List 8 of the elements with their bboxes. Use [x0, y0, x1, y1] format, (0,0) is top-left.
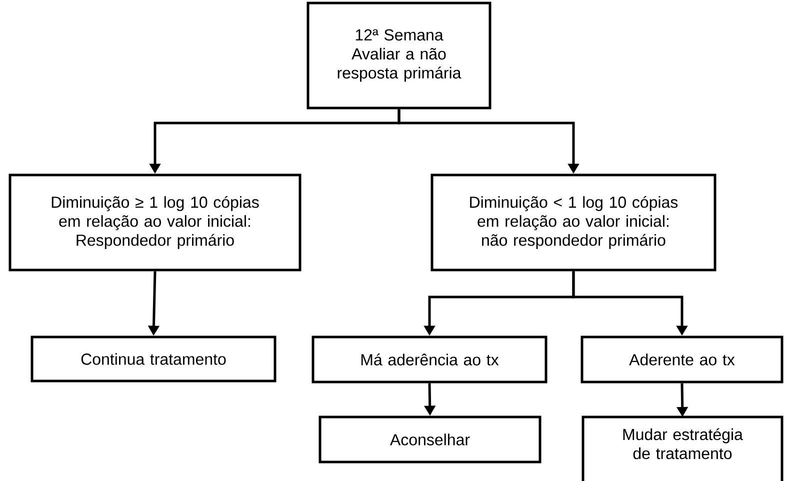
process-box: Mudar estratégia de tratamento	[582, 416, 784, 481]
process-box: 12ª Semana Avaliar a não resposta primária	[306, 2, 492, 110]
process-box: Aderente ao tx	[580, 336, 784, 384]
process-box: Continua tratamento	[30, 336, 276, 382]
process-box: Diminuição ≥ 1 log 10 cópias em relação ao valor inicial: Respondedor primário	[8, 174, 302, 272]
process-box: Diminuição < 1 log 10 cópias em relação ao valor inicial: não respondedor primário	[430, 174, 716, 272]
process-box: Má aderência ao tx	[312, 336, 548, 384]
process-box: Aconselhar	[318, 416, 542, 464]
